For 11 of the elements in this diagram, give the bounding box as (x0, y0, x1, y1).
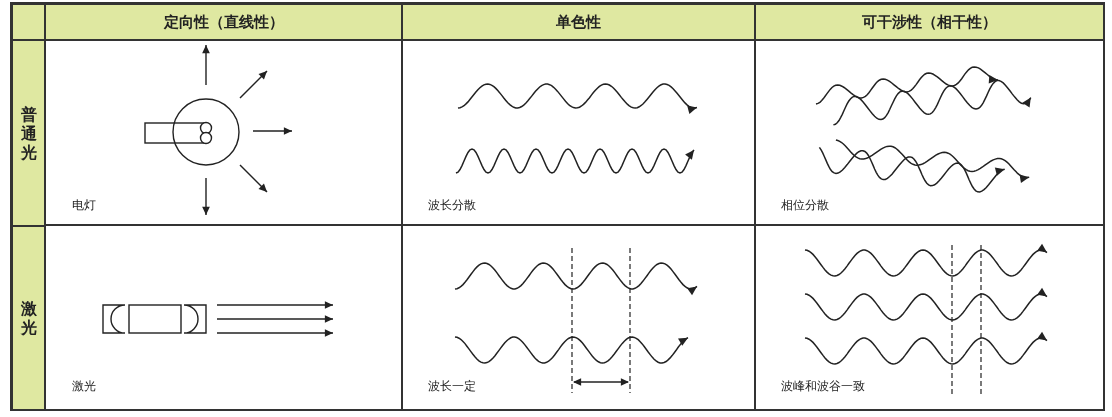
row-header: 普通光 (11, 39, 46, 227)
column-header: 可干涉性（相干性） (754, 3, 1105, 41)
cell-label: 波长一定 (428, 378, 476, 395)
cell-label: 波长分散 (428, 197, 476, 214)
column-header: 定向性（直线性） (44, 3, 403, 41)
cell-label: 波峰和波谷一致 (781, 378, 865, 395)
cell-label: 激光 (72, 378, 96, 395)
cell-label: 相位分散 (781, 197, 829, 214)
cell-label: 电灯 (72, 197, 96, 214)
column-header: 单色性 (401, 3, 756, 41)
row-header: 激光 (11, 225, 46, 411)
